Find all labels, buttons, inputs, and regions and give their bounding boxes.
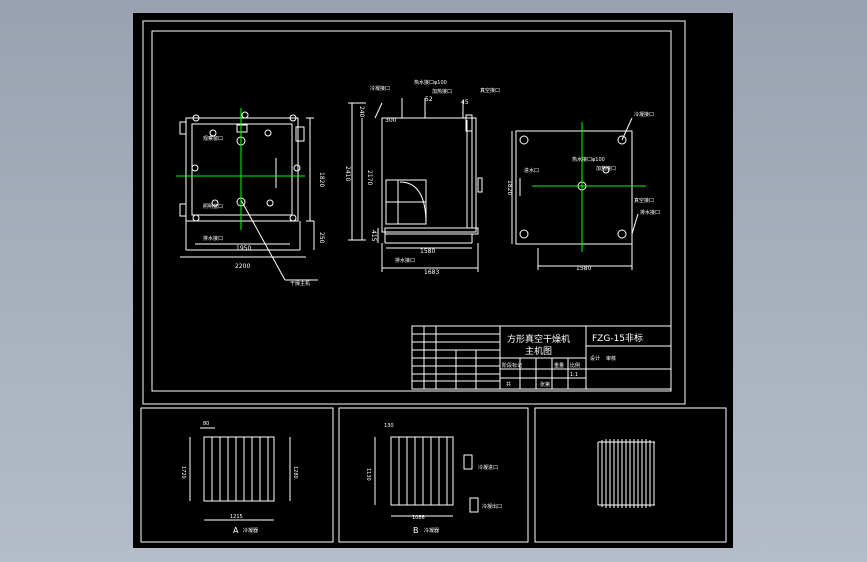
front-dim-right: 250 [318, 232, 325, 244]
title-weight: 重量 [554, 362, 564, 369]
detail-b-sub: 冷凝器 [424, 527, 439, 534]
drawing-sheet [133, 13, 733, 548]
front-label-bottom: 排水接口 [203, 235, 223, 242]
detail-c-coil-3d[interactable] [597, 439, 655, 508]
detail-b-dim-bottom: 1086 [412, 515, 425, 521]
side-dim-240: 240 [358, 106, 365, 118]
title-sheet: 张第 [540, 381, 550, 388]
title-line1: 方形真空干燥机 [507, 333, 570, 345]
side-label-top-right: 真空接口 [480, 87, 500, 94]
frame-inner-top [151, 30, 672, 392]
right-label-left: 进水口 [524, 167, 539, 174]
right-view[interactable] [511, 117, 639, 270]
title-scale: 1:1 [570, 372, 578, 378]
right-view-centerlines [532, 122, 646, 252]
side-dim-52: 52 [425, 96, 433, 103]
title-code: FZG-15非标 [592, 332, 643, 344]
front-view-centerlines [176, 108, 305, 230]
front-dim-side: 1950 [236, 245, 251, 252]
front-dim-height: 1820 [318, 172, 325, 187]
right-label-right: 真空接口 [634, 197, 654, 204]
front-label-left-mid: 照明窗口 [203, 203, 223, 210]
detail-a-dim-bottom: 1215 [230, 514, 243, 520]
detail-a-label: A [233, 526, 239, 535]
title-line2: 主机图 [525, 345, 552, 357]
front-label-leader: 干燥主机 [290, 280, 310, 287]
detail-a-coil[interactable] [189, 427, 291, 521]
detail-a-dim-left: 1720 [180, 466, 186, 479]
right-label-mid: 热水接口φ100 [572, 156, 605, 163]
side-label-top-mid: 热水接口φ100 [414, 79, 447, 86]
side-label-top-left: 冷凝接口 [370, 85, 390, 92]
side-view[interactable] [348, 98, 483, 272]
detail-a-dim-right: 1280 [292, 466, 298, 479]
panel-frame-c [534, 407, 727, 543]
title-qty: 共 [506, 381, 511, 388]
detail-b-dim-left: 1130 [365, 468, 371, 481]
frame-outer-top [142, 20, 686, 405]
right-label-bottom: 排水接口 [640, 209, 660, 216]
right-label-top: 冷凝接口 [634, 111, 654, 118]
title-scale-label: 比例 [570, 362, 580, 369]
side-dim-2410: 2410 [344, 166, 351, 181]
detail-b-label: B [413, 526, 419, 535]
side-dim-2170: 2170 [366, 170, 373, 185]
detail-b-coil[interactable] [374, 436, 479, 517]
title-checker: 审核 [606, 355, 616, 362]
side-dim-415: 415 [370, 230, 377, 242]
right-label-mid2: 加热接口 [596, 165, 616, 172]
right-dim-height: 1820 [506, 180, 513, 195]
side-dim-45: 45 [461, 99, 469, 106]
panel-frame-a [140, 407, 334, 543]
side-dim-1580: 1580 [420, 248, 435, 255]
front-dim-bottom: 2200 [235, 263, 250, 270]
detail-a-dim-top: 80 [203, 421, 209, 427]
front-view[interactable] [179, 111, 318, 281]
right-dim-width: 1580 [576, 265, 591, 272]
title-block[interactable] [411, 325, 672, 390]
side-dim-300: 300 [385, 117, 397, 124]
title-stage: 阶段标记 [502, 362, 522, 369]
side-label-bottom: 排水接口 [395, 257, 415, 264]
panel-frame-b [338, 407, 529, 543]
title-designer: 设计 [590, 355, 600, 362]
detail-b-label-out: 冷凝出口 [482, 503, 502, 510]
front-label-left-top: 观察窗口 [203, 135, 223, 142]
detail-b-label-in: 冷凝进口 [478, 464, 498, 471]
detail-a-sub: 冷凝器 [243, 527, 258, 534]
detail-b-dim-top: 130 [384, 423, 394, 429]
side-label-top-mid2: 加热接口 [432, 88, 452, 95]
side-dim-1683: 1683 [424, 269, 439, 276]
